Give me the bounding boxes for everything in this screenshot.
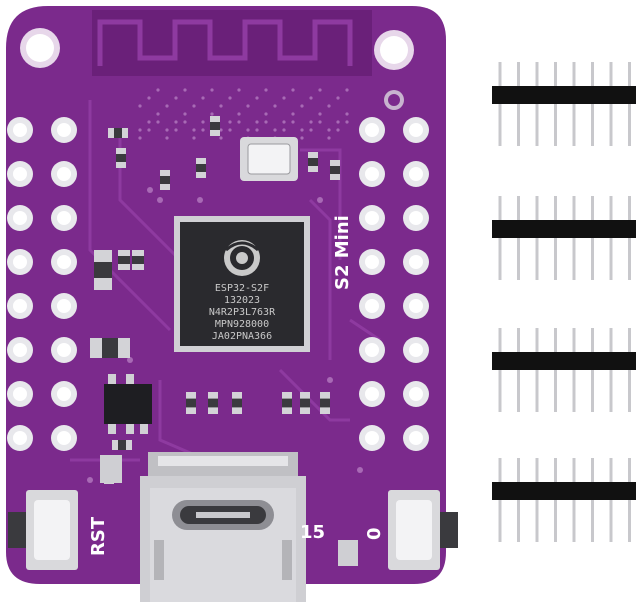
smd-component bbox=[208, 392, 218, 414]
pin-headers bbox=[492, 62, 636, 542]
pin-pad bbox=[7, 293, 33, 319]
usb-c-port[interactable] bbox=[140, 452, 306, 602]
pin-pad bbox=[7, 249, 33, 275]
pin-pad bbox=[403, 161, 429, 187]
pin-pad bbox=[359, 249, 385, 275]
boot-button[interactable] bbox=[388, 490, 458, 570]
right-pin-row bbox=[359, 117, 385, 451]
pin-pad bbox=[403, 293, 429, 319]
pin-pad bbox=[359, 293, 385, 319]
smd-component bbox=[90, 338, 130, 358]
power-led bbox=[100, 455, 122, 483]
pin-pad bbox=[51, 337, 77, 363]
pin-pad bbox=[51, 117, 77, 143]
pin-header-strip bbox=[492, 458, 636, 542]
smd-component bbox=[186, 392, 196, 414]
pin-pad bbox=[403, 425, 429, 451]
smd-component bbox=[308, 152, 318, 172]
pin-pad bbox=[359, 381, 385, 407]
reset-button[interactable] bbox=[8, 490, 78, 570]
chip-marking-2: 132023 bbox=[224, 295, 260, 306]
chip-marking-4: MPN928000 bbox=[215, 319, 269, 330]
pin-header-strip bbox=[492, 62, 636, 146]
smd-component bbox=[160, 170, 170, 190]
pin-pad bbox=[403, 249, 429, 275]
crystal-oscillator bbox=[240, 137, 298, 181]
espressif-logo bbox=[224, 240, 260, 276]
pin-pad bbox=[7, 161, 33, 187]
smd-component bbox=[320, 392, 330, 414]
pin-pad bbox=[403, 337, 429, 363]
pin-pad bbox=[7, 205, 33, 231]
right-inner-pin-row bbox=[403, 117, 429, 451]
smd-component bbox=[108, 128, 128, 138]
smd-component bbox=[94, 250, 112, 290]
voltage-regulator bbox=[104, 374, 152, 434]
pin-pad bbox=[7, 337, 33, 363]
smd-component bbox=[330, 160, 340, 180]
pin-pad bbox=[51, 381, 77, 407]
left-pin-row bbox=[7, 117, 33, 451]
pcb-board: ESP32-S2F 132023 N4R2P3L763R MPN928000 J… bbox=[6, 6, 458, 602]
status-led bbox=[338, 540, 358, 566]
pin-pad bbox=[359, 161, 385, 187]
smd-components bbox=[90, 116, 340, 484]
smd-component bbox=[116, 148, 126, 168]
chip-marking-3: N4R2P3L763R bbox=[209, 307, 276, 318]
pin-pad bbox=[403, 205, 429, 231]
pin-pad bbox=[7, 117, 33, 143]
pin-pad bbox=[403, 381, 429, 407]
pin-pad bbox=[51, 293, 77, 319]
mounting-holes bbox=[20, 28, 414, 110]
smd-component bbox=[210, 116, 220, 136]
smd-component bbox=[132, 250, 144, 270]
reset-label: RST bbox=[88, 516, 109, 556]
pin-pad bbox=[403, 117, 429, 143]
smd-component bbox=[118, 250, 130, 270]
pin-pad bbox=[51, 425, 77, 451]
pin-header-strip bbox=[492, 328, 636, 412]
pcb-traces bbox=[70, 100, 381, 472]
pin-pad bbox=[359, 337, 385, 363]
chip-marking-5: JA02PNA366 bbox=[212, 331, 272, 342]
pin-pad bbox=[51, 161, 77, 187]
pin-pad bbox=[51, 205, 77, 231]
smd-component bbox=[300, 392, 310, 414]
pin-pad bbox=[51, 249, 77, 275]
left-inner-pin-row bbox=[51, 117, 77, 451]
pin-pad bbox=[359, 425, 385, 451]
chip-marking-1: ESP32-S2F bbox=[215, 283, 269, 294]
gpio0-label: 0 bbox=[364, 527, 385, 540]
pin-pad bbox=[359, 117, 385, 143]
pin-pad bbox=[7, 425, 33, 451]
antenna-trace bbox=[97, 19, 353, 66]
smd-component bbox=[112, 440, 132, 450]
board-model-label: S2 Mini bbox=[332, 215, 353, 290]
esp32-s2-chip: ESP32-S2F 132023 N4R2P3L763R MPN928000 J… bbox=[174, 216, 310, 352]
smd-component bbox=[232, 392, 242, 414]
pin-pad bbox=[7, 381, 33, 407]
smd-component bbox=[196, 158, 206, 178]
pin-pad bbox=[359, 205, 385, 231]
pin-header-strip bbox=[492, 196, 636, 280]
smd-component bbox=[282, 392, 292, 414]
gpio15-label: 15 bbox=[300, 522, 325, 543]
